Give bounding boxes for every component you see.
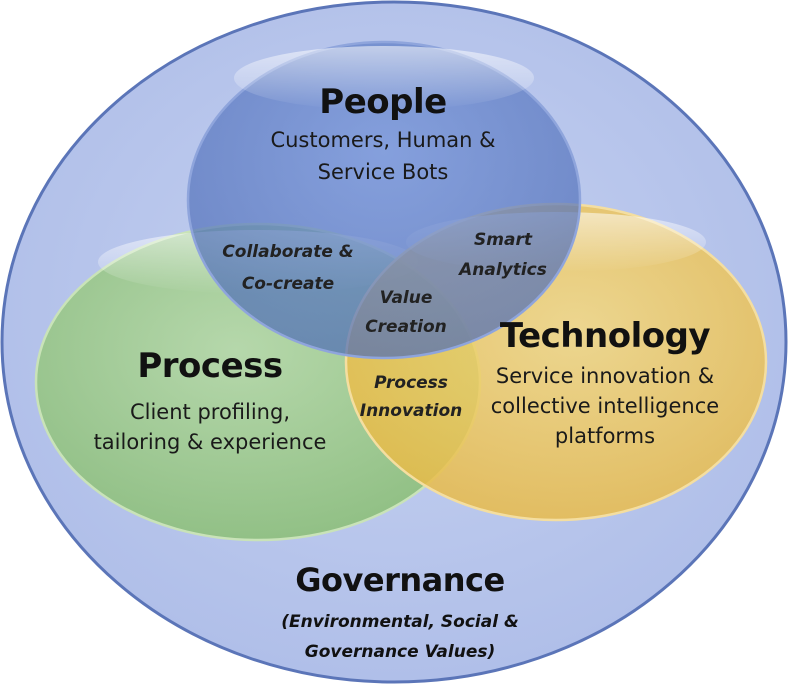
process-title: Process bbox=[137, 346, 283, 386]
technology-title: Technology bbox=[499, 316, 711, 356]
technology-desc-line3: platforms bbox=[554, 424, 656, 448]
overlap-people-process-line2: Co-create bbox=[241, 274, 335, 294]
process-desc-line1: Client profiling, bbox=[129, 400, 291, 424]
overlap-people-technology-line1: Smart bbox=[474, 230, 532, 250]
technology-desc-line2: collective intelligence bbox=[490, 394, 720, 418]
overlap-people-technology-line2: Analytics bbox=[459, 260, 547, 280]
process-desc-line2: tailoring & experience bbox=[93, 430, 327, 454]
governance-title: Governance bbox=[295, 561, 505, 599]
people-circle bbox=[186, 40, 582, 360]
governance-sub-line2: Governance Values) bbox=[304, 642, 496, 662]
technology-desc-line1: Service innovation & bbox=[495, 364, 715, 388]
people-title: People bbox=[319, 82, 447, 122]
overlap-people-process-line1: Collaborate & bbox=[222, 242, 354, 262]
governance-sub-line1: (Environmental, Social & bbox=[281, 612, 519, 632]
people-desc-line1: Customers, Human & bbox=[270, 128, 496, 152]
people-desc-line2: Service Bots bbox=[317, 160, 449, 184]
people-shine bbox=[234, 46, 534, 110]
overlap-center-line1: Value bbox=[379, 288, 433, 308]
overlap-center-line2: Creation bbox=[365, 317, 447, 337]
overlap-process-technology-line2: Innovation bbox=[359, 401, 463, 421]
overlap-process-technology-line1: Process bbox=[374, 373, 448, 393]
